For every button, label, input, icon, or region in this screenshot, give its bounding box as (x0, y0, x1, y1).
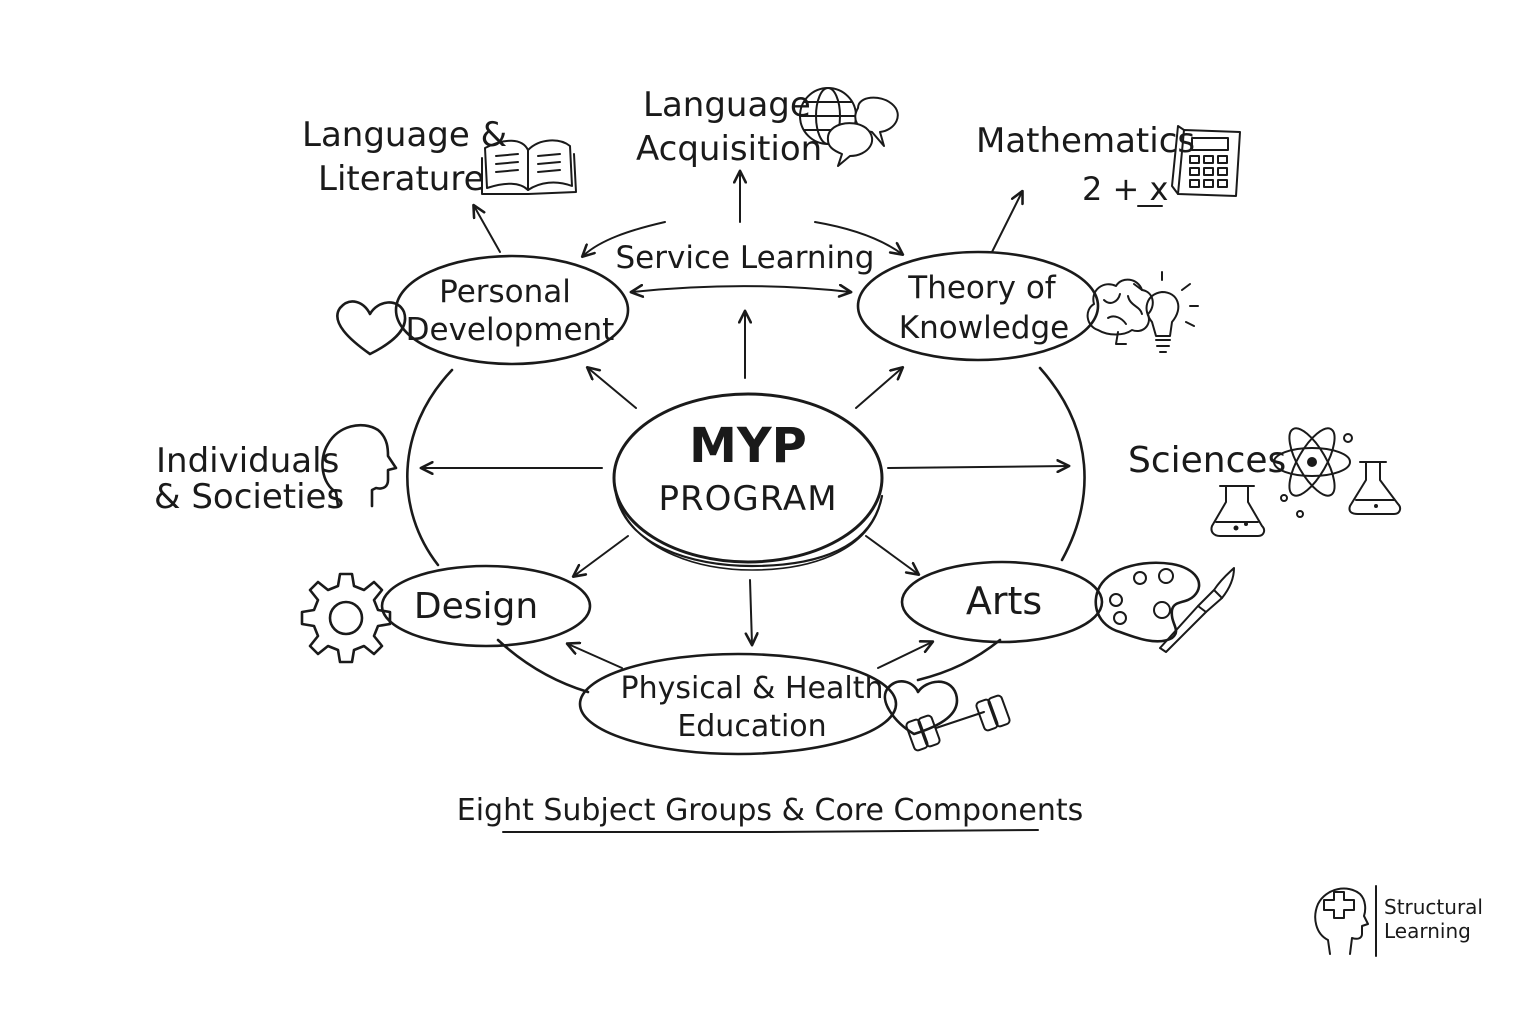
atom-icon (1273, 427, 1353, 497)
language-acquisition-line2: Acquisition (636, 129, 822, 169)
arrow-physical-to-arts (877, 642, 932, 669)
flask-icon (1210, 461, 1402, 537)
arrow-center-to-tok (855, 368, 902, 409)
mathematics-title: Mathematics (976, 121, 1195, 161)
physical-health-line2: Education (677, 709, 826, 744)
language-acquisition-line1: Language (643, 85, 811, 125)
arrow-center-to-sciences (887, 466, 1068, 468)
arrow-physical-to-design (568, 644, 623, 669)
calculator-icon (1171, 125, 1241, 197)
dumbbell-icon (905, 694, 1011, 752)
mathematics-formula: 2 + x (1082, 170, 1168, 208)
theory-of-knowledge-line2: Knowledge (899, 310, 1069, 346)
arts-node: Arts (900, 560, 1104, 644)
arrow-service-to-personal (583, 221, 666, 256)
arrow-to-language-literature (474, 206, 501, 253)
sciences-label: Sciences (1128, 440, 1286, 481)
physical-health-node: Physical & Health Education (578, 652, 898, 756)
logo-line1: Structural (1384, 895, 1483, 919)
arrow-center-to-personal (588, 368, 637, 409)
arts-label: Arts (966, 579, 1042, 623)
service-learning-node: Service Learning (615, 240, 874, 276)
gear-icon (300, 572, 392, 664)
individuals-societies-line2: & Societies (154, 477, 344, 517)
sciences-title: Sciences (1128, 440, 1286, 481)
palette-icon (1094, 561, 1201, 643)
language-acquisition-label: Language Acquisition (636, 85, 822, 169)
service-learning-label: Service Learning (615, 240, 874, 276)
head-profile-icon (321, 423, 398, 508)
individuals-societies-line1: Individuals (156, 441, 339, 481)
design-node: Design (380, 564, 592, 648)
arrow-personal-tok (632, 286, 850, 292)
center-subtitle: PROGRAM (658, 479, 837, 519)
arrow-center-to-physical (750, 579, 752, 644)
arrow-center-to-design (574, 535, 629, 576)
theory-of-knowledge-node: Theory of Knowledge (856, 250, 1100, 362)
arrow-to-mathematics (991, 192, 1022, 253)
book-icon (481, 139, 577, 195)
language-literature-line2: Literature (318, 159, 484, 199)
design-label: Design (414, 586, 538, 627)
physical-health-line1: Physical & Health (620, 671, 883, 706)
individuals-societies-label: Individuals & Societies (154, 441, 344, 517)
center-node: MYP PROGRAM (612, 392, 884, 571)
center-title: MYP (689, 418, 807, 474)
speech-bubbles-icon (826, 96, 899, 167)
arrow-service-to-tok (814, 221, 902, 254)
outer-ring (406, 366, 1086, 694)
personal-development-line2: Development (406, 312, 615, 348)
personal-development-line1: Personal (439, 274, 571, 310)
paintbrush-icon (1159, 567, 1235, 653)
language-literature-line1: Language & (302, 115, 507, 155)
caption-text: Eight Subject Groups & Core Components (457, 793, 1084, 828)
personal-development-node: Personal Development (394, 254, 630, 366)
heart-health-icon (883, 680, 959, 736)
theory-of-knowledge-line1: Theory of (907, 270, 1057, 306)
mathematics-label: Mathematics 2 + x (976, 121, 1195, 208)
arrow-center-to-arts (865, 535, 918, 574)
language-literature-label: Language & Literature (302, 115, 507, 199)
heart-icon (336, 300, 407, 356)
connector-arrows (422, 172, 1068, 669)
structural-learning-logo: Structural Learning (1314, 885, 1483, 957)
caption: Eight Subject Groups & Core Components (457, 793, 1084, 833)
lightbulb-icon (1133, 271, 1199, 353)
logo-line2: Learning (1384, 919, 1471, 943)
